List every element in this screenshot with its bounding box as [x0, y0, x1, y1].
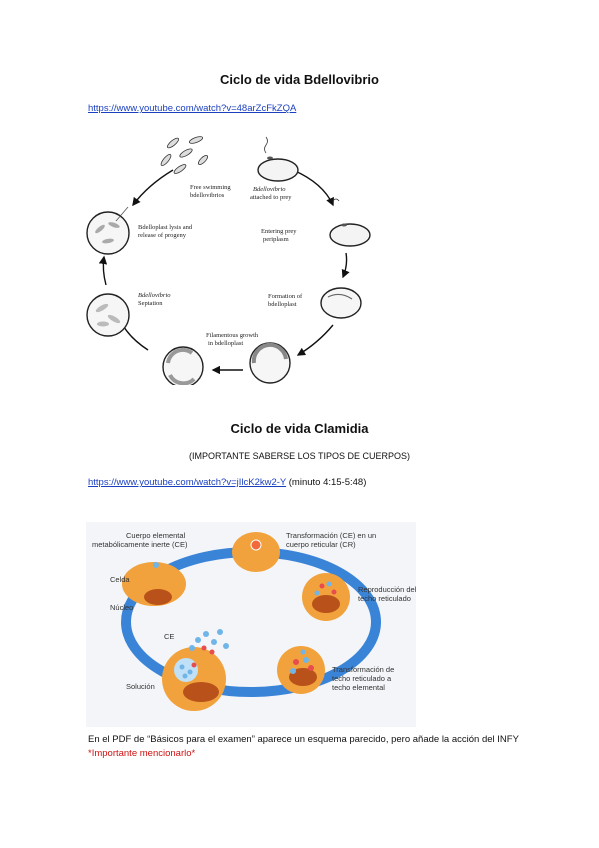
solution-cell-icon — [162, 647, 226, 711]
link-row: https://www.youtube.com/watch?v=jIlcK2kw… — [88, 477, 366, 488]
released-ce-particles-icon — [189, 629, 229, 655]
page-title-clamidia: Ciclo de vida Clamidia — [230, 421, 369, 436]
body-paragraph: En el PDF de “Básicos para el examen” ap… — [88, 733, 528, 761]
label-attached-2: attached to prey — [250, 194, 292, 201]
septation-icon — [162, 346, 204, 385]
label-celda: Celda — [110, 575, 130, 584]
septation-cell-icon — [86, 293, 130, 337]
paragraph-text: En el PDF de “Básicos para el examen” ap… — [88, 734, 519, 745]
label-septation: Bdellovibrio — [138, 292, 171, 299]
label-solucion: Solución — [126, 682, 155, 691]
attached-prey-cell-icon — [257, 136, 299, 182]
youtube-link-clamidia[interactable]: https://www.youtube.com/watch?v=jIlcK2kw… — [88, 477, 287, 488]
cycle-arrow — [296, 324, 334, 356]
reticulate-transform-cell-icon — [277, 646, 325, 694]
page-title-bdellovibrio: Ciclo de vida Bdellovibrio — [220, 72, 379, 87]
label-nucleo: Núcleo — [110, 603, 133, 612]
host-cell-ce-icon — [122, 562, 186, 606]
youtube-link-bdellovibrio[interactable]: https://www.youtube.com/watch?v=48arZcFk… — [88, 103, 297, 114]
bdelloplast-formation-icon — [320, 287, 362, 319]
cycle-arrow — [132, 169, 174, 207]
cycle-arrow — [98, 255, 108, 286]
label-septation-2: Septation — [138, 300, 163, 307]
free-swimming-bacteria-icon — [160, 136, 208, 174]
paragraph-highlight: *Importante mencionarlo* — [88, 748, 196, 759]
filamentous-growth-icon — [249, 342, 291, 384]
cycle-arrow — [341, 252, 350, 279]
cycle-arrow — [292, 169, 334, 207]
entering-prey-cell-icon — [329, 198, 371, 247]
link-note: (minuto 4:15-5:48) — [288, 477, 367, 488]
label-ce: CE — [164, 632, 174, 641]
reproduction-cell-icon — [302, 573, 350, 621]
lysis-cell-icon — [86, 206, 130, 255]
label-attached: Bdellovibrio — [253, 186, 286, 193]
transformation-cell-icon — [232, 532, 280, 572]
subtitle-important: (IMPORTANTE SABERSE LOS TIPOS DE CUERPOS… — [188, 451, 411, 461]
